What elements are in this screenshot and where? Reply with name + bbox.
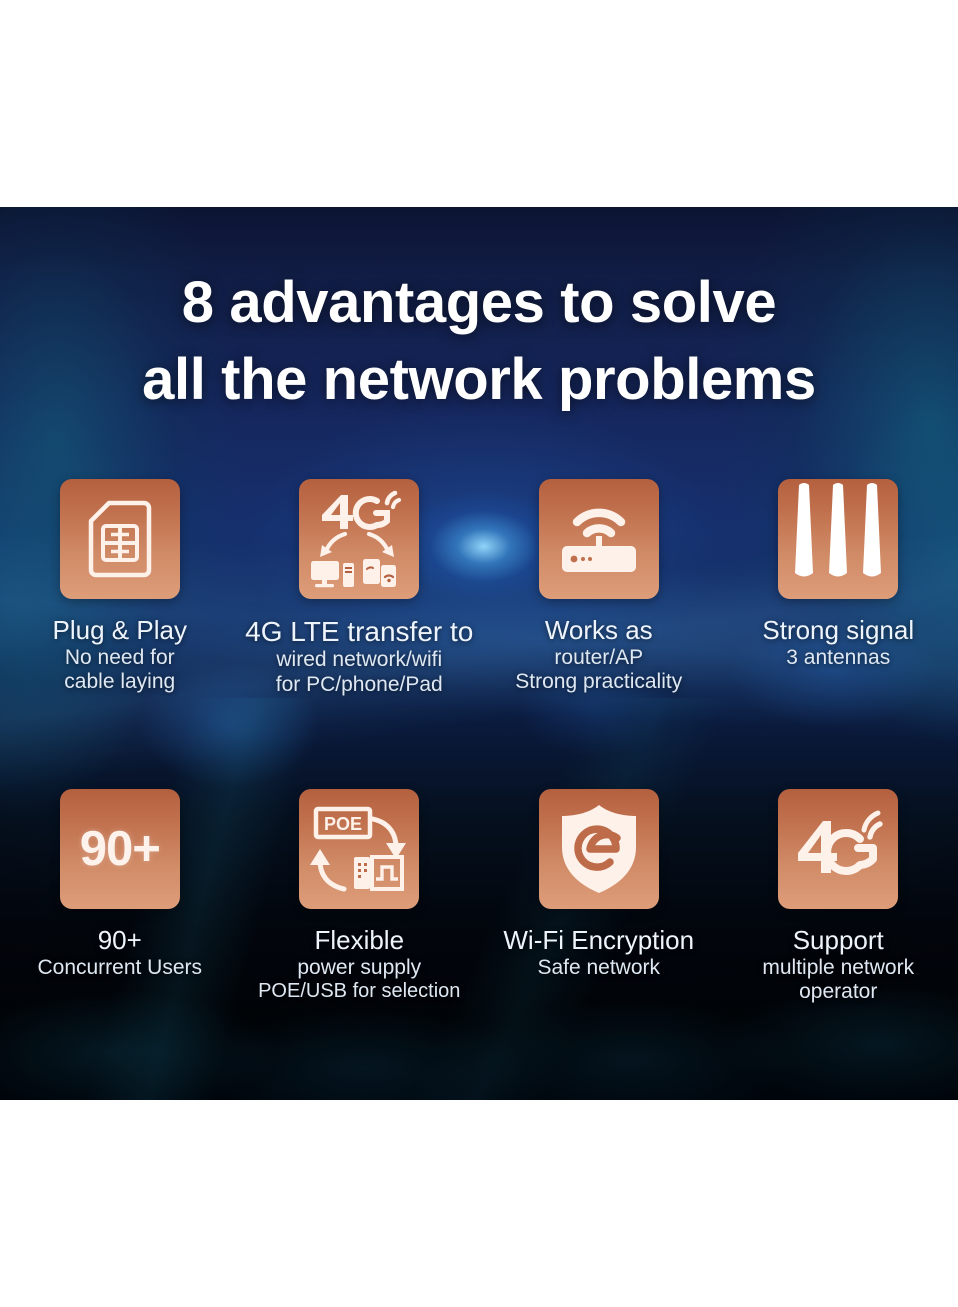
three-antennas-icon (790, 481, 886, 597)
feature-item-router-ap: Works as router/AP Strong practicality (479, 479, 719, 698)
feature-subtitle-2: operator (799, 980, 878, 1004)
feature-icon-tile (778, 789, 899, 909)
router-wifi-icon (556, 502, 642, 576)
feature-subtitle-1: 3 antennas (786, 645, 891, 669)
feature-icon-tile (299, 479, 420, 599)
feature-subtitle-1: wired network/wifi (276, 648, 443, 672)
feature-title: 4G LTE transfer to (245, 616, 474, 647)
feature-subtitle-1: Concurrent Users (37, 955, 203, 979)
feature-subtitle-1: router/AP (554, 645, 644, 669)
feature-subtitle-1: No need for (64, 645, 175, 669)
feature-subtitle-1: power supply (297, 955, 422, 979)
feature-subtitle-2: for PC/phone/Pad (275, 672, 443, 696)
feature-item-strong-signal: Strong signal 3 antennas (719, 479, 958, 698)
feature-item-multi-operator: Support multiple network operator (719, 789, 958, 1005)
feature-icon-tile (778, 479, 899, 599)
4g-signal-icon (794, 810, 883, 887)
feature-item-plug-and-play: Plug & Play No need for cable laying (0, 479, 240, 698)
feature-item-concurrent-users: 90+ 90+ Concurrent Users (0, 789, 240, 1005)
background-vignette (0, 207, 958, 1100)
feature-row-2: 90+ 90+ Concurrent Users POE (0, 789, 958, 1005)
feature-labels: Strong signal 3 antennas (762, 615, 914, 670)
feature-labels: Flexible power supply POE/USB for select… (258, 925, 460, 1004)
feature-icon-tile: POE (299, 789, 420, 909)
feature-labels: Works as router/AP Strong practicality (515, 615, 682, 695)
feature-title: Strong signal (762, 615, 915, 645)
feature-labels: 90+ Concurrent Users (37, 925, 202, 980)
feature-icon-tile: 90+ (59, 789, 180, 909)
90-plus-users-icon: 90+ (79, 821, 161, 876)
feature-labels: 4G LTE transfer to wired network/wifi fo… (245, 615, 473, 698)
feature-title: 90+ (97, 925, 142, 955)
feature-subtitle-2: Strong practicality (515, 670, 683, 694)
feature-subtitle-2: POE/USB for selection (258, 980, 461, 1003)
feature-icon-tile (538, 789, 659, 909)
feature-title: Works as (544, 615, 653, 645)
4g-transfer-icon (307, 489, 411, 589)
feature-title: Wi-Fi Encryption (503, 925, 695, 955)
feature-title: Flexible (314, 925, 405, 955)
feature-icon-tile (59, 479, 180, 599)
feature-row-1: Plug & Play No need for cable laying (0, 479, 958, 698)
promo-banner: 8 advantages to solve all the network pr… (0, 207, 958, 1100)
background-center-glow (0, 207, 958, 1100)
feature-subtitle-2: cable laying (64, 670, 176, 694)
feature-item-4g-lte-transfer: 4G LTE transfer to wired network/wifi fo… (240, 479, 480, 698)
banner-headline: 8 advantages to solve all the network pr… (0, 265, 958, 418)
sim-card-icon (86, 498, 154, 580)
svg-text:POE: POE (324, 814, 362, 834)
feature-subtitle-1: Safe network (537, 955, 661, 979)
poe-power-icon: POE (310, 805, 407, 893)
feature-title: Plug & Play (52, 615, 187, 645)
feature-item-wifi-encryption: Wi-Fi Encryption Safe network (479, 789, 719, 1005)
feature-labels: Plug & Play No need for cable laying (53, 615, 187, 695)
headline-line-2: all the network problems (142, 346, 816, 412)
feature-item-flexible-power: POE (240, 789, 480, 1005)
feature-labels: Wi-Fi Encryption Safe network (503, 925, 694, 980)
feature-labels: Support multiple network operator (762, 925, 914, 1005)
feature-subtitle-1: multiple network (762, 955, 915, 979)
feature-title: Support (792, 925, 884, 955)
feature-icon-tile (538, 479, 659, 599)
headline-line-1: 8 advantages to solve (181, 270, 777, 335)
shield-encryption-icon (558, 803, 640, 895)
